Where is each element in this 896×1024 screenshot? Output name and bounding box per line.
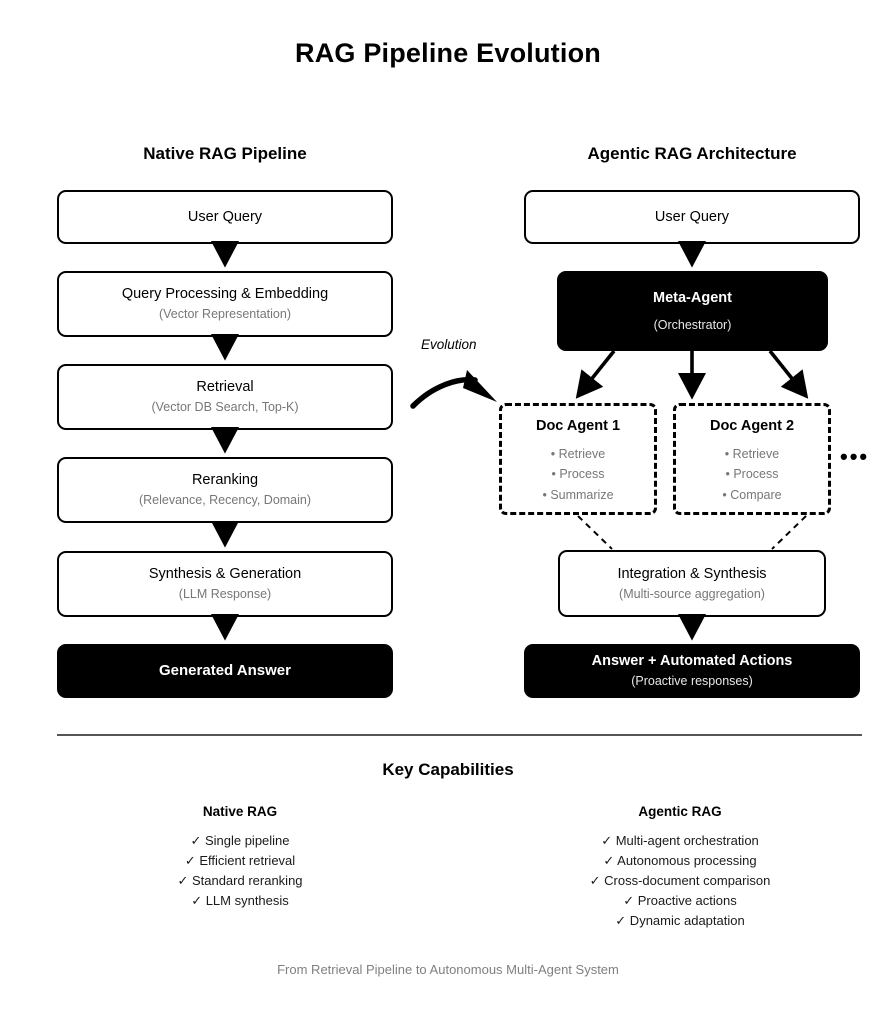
agent-name: Doc Agent 1 bbox=[535, 418, 621, 434]
evolution-label: Evolution bbox=[421, 337, 477, 352]
agent-task: • Retrieve bbox=[550, 447, 606, 461]
section-divider bbox=[57, 734, 862, 736]
agent-task: • Retrieve bbox=[724, 447, 780, 461]
box-subtitle: (Proactive responses) bbox=[631, 674, 753, 689]
native-step-synthesis[interactable]: Synthesis & Generation (LLM Response) bbox=[57, 551, 393, 617]
column-heading-native: Native RAG Pipeline bbox=[143, 144, 307, 163]
box-subtitle: (Multi-source aggregation) bbox=[619, 586, 765, 601]
agentic-user-query[interactable]: User Query bbox=[524, 190, 860, 244]
agent-name: Doc Agent 2 bbox=[709, 418, 795, 434]
box-title: Meta-Agent bbox=[653, 289, 732, 306]
box-subtitle: (Vector DB Search, Top-K) bbox=[151, 400, 299, 415]
native-step-retrieval[interactable]: Retrieval (Vector DB Search, Top-K) bbox=[57, 364, 393, 430]
column-heading-agentic: Agentic RAG Architecture bbox=[587, 144, 797, 163]
agent-task-list: • Retrieve • Process • Summarize bbox=[542, 444, 613, 505]
key-capabilities-heading-native: Native RAG bbox=[202, 804, 278, 819]
key-capabilities-list-agentic: ✓ Multi-agent orchestration ✓ Autonomous… bbox=[560, 831, 800, 931]
box-title: Synthesis & Generation bbox=[148, 566, 302, 583]
box-title: User Query bbox=[654, 208, 730, 225]
box-title: User Query bbox=[187, 208, 263, 225]
native-step-query-processing[interactable]: Query Processing & Embedding (Vector Rep… bbox=[57, 271, 393, 337]
box-title: Integration & Synthesis bbox=[617, 565, 767, 582]
list-item: ✓ Proactive actions bbox=[623, 893, 737, 908]
box-subtitle: (Orchestrator) bbox=[653, 317, 732, 332]
list-item: ✓ Multi-agent orchestration bbox=[601, 833, 759, 848]
agent-task-list: • Retrieve • Process • Compare bbox=[722, 444, 781, 505]
list-item: ✓ Single pipeline bbox=[190, 833, 290, 848]
key-capabilities-heading-agentic: Agentic RAG bbox=[638, 804, 722, 819]
list-item: ✓ Standard reranking bbox=[177, 873, 303, 888]
agent-task: • Compare bbox=[722, 487, 782, 502]
box-title: Query Processing & Embedding bbox=[121, 286, 329, 303]
box-subtitle: (Vector Representation) bbox=[158, 307, 291, 322]
list-item: ✓ Cross-document comparison bbox=[589, 873, 771, 888]
more-agents-ellipsis-icon: ••• bbox=[840, 444, 870, 469]
agentic-meta-agent[interactable]: Meta-Agent (Orchestrator) bbox=[557, 271, 828, 351]
box-title: Answer + Automated Actions bbox=[591, 653, 793, 670]
list-item: ✓ Efficient retrieval bbox=[184, 853, 296, 868]
agentic-answer-automated-actions[interactable]: Answer + Automated Actions (Proactive re… bbox=[524, 644, 860, 698]
list-item: ✓ Dynamic adaptation bbox=[615, 913, 745, 928]
native-step-reranking[interactable]: Reranking (Relevance, Recency, Domain) bbox=[57, 457, 393, 523]
agentic-doc-agent-2[interactable]: Doc Agent 2 • Retrieve • Process • Compa… bbox=[673, 403, 831, 515]
box-title: Retrieval bbox=[196, 379, 254, 396]
list-item: ✓ LLM synthesis bbox=[191, 893, 289, 908]
key-capabilities-list-native: ✓ Single pipeline ✓ Efficient retrieval … bbox=[120, 831, 360, 911]
box-title: Generated Answer bbox=[159, 661, 291, 679]
key-capabilities-title: Key Capabilities bbox=[382, 760, 514, 779]
footer-caption: From Retrieval Pipeline to Autonomous Mu… bbox=[277, 962, 619, 977]
list-item: ✓ Autonomous processing bbox=[603, 853, 757, 868]
evolution-arrow-icon bbox=[410, 370, 497, 409]
agentic-integration-synthesis[interactable]: Integration & Synthesis (Multi-source ag… bbox=[558, 550, 826, 617]
page-title: RAG Pipeline Evolution bbox=[295, 38, 601, 68]
agentic-doc-agent-1[interactable]: Doc Agent 1 • Retrieve • Process • Summa… bbox=[499, 403, 657, 515]
native-step-generated-answer[interactable]: Generated Answer bbox=[57, 644, 393, 698]
box-title: Reranking bbox=[191, 472, 259, 489]
box-subtitle: (Relevance, Recency, Domain) bbox=[138, 493, 312, 508]
agent-task: • Summarize bbox=[542, 487, 614, 502]
agent-task: • Process bbox=[551, 467, 605, 482]
box-subtitle: (LLM Response) bbox=[178, 587, 272, 602]
agent-task: • Process bbox=[725, 467, 779, 482]
